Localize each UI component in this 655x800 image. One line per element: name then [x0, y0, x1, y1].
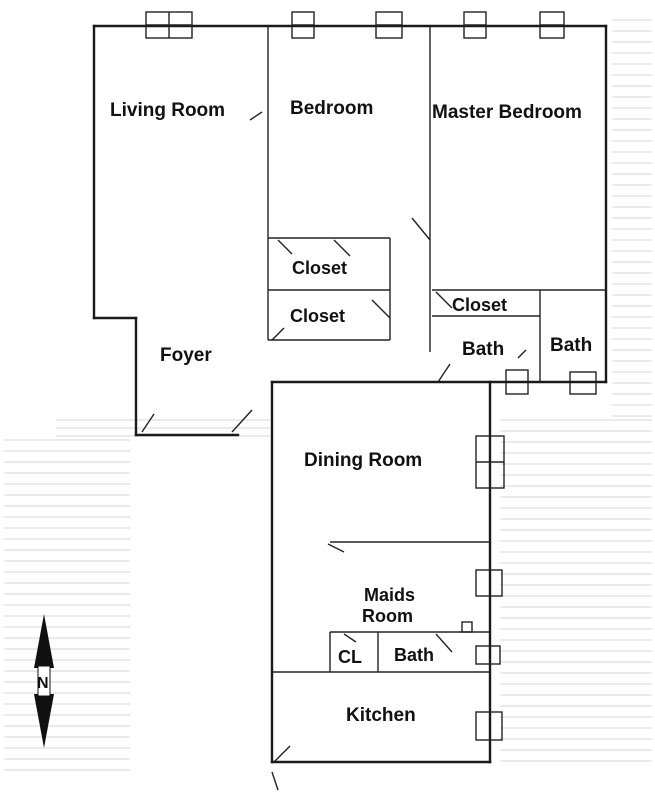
label-master-bedroom: Master Bedroom [432, 102, 582, 123]
label-bath-2: Bath [550, 335, 592, 356]
windows [145, 11, 597, 741]
label-dining-room: Dining Room [304, 450, 422, 471]
door-swings [141, 111, 527, 791]
background-hatching [4, 19, 652, 771]
label-bath-3: Bath [394, 645, 434, 665]
label-foyer: Foyer [160, 345, 212, 366]
label-bedroom: Bedroom [290, 98, 373, 119]
interior-walls [267, 26, 606, 673]
exterior-walls [92, 24, 608, 764]
label-living-room: Living Room [110, 100, 225, 121]
label-closet-1: Closet [292, 258, 347, 278]
label-cl: CL [338, 647, 362, 667]
label-kitchen: Kitchen [346, 705, 416, 726]
room-labels: Living Room Bedroom Master Bedroom Close… [110, 98, 592, 726]
label-bath-1: Bath [462, 339, 504, 360]
label-maids-line2: Room [362, 606, 413, 626]
label-closet-2: Closet [290, 306, 345, 326]
north-arrow-icon: N [34, 614, 54, 748]
label-closet-3: Closet [452, 295, 507, 315]
label-maids-line1: Maids [364, 585, 415, 605]
compass-letter: N [37, 675, 49, 692]
